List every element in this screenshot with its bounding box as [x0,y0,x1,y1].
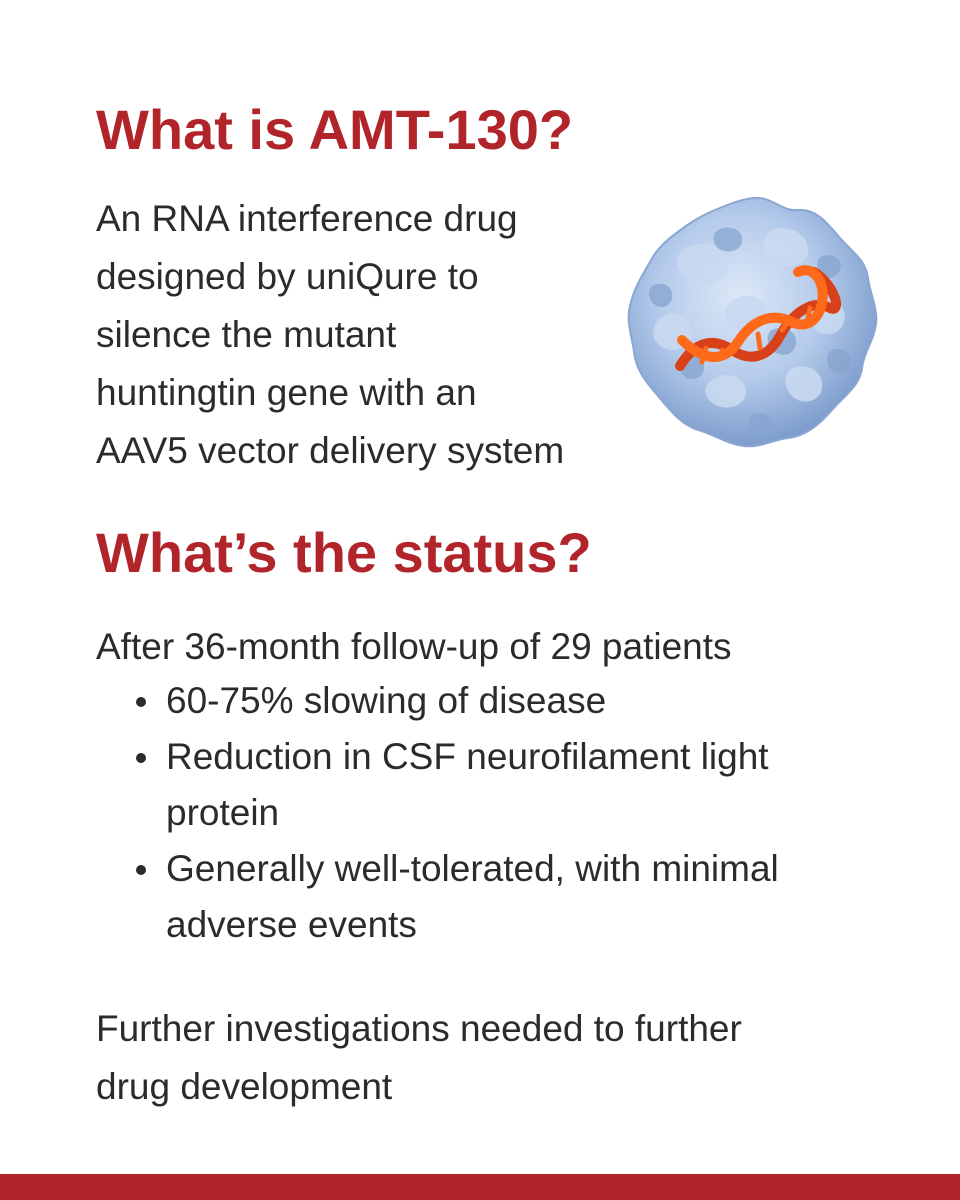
bullet-line: Generally well-tolerated, with minimal [166,848,779,889]
heading-what-is-amt-130: What is AMT-130? [96,98,574,161]
bullet-line: protein [166,792,280,833]
closing-line: drug development [96,1066,393,1107]
footer-accent-bar [0,1174,960,1200]
bullet-line: 60-75% slowing of disease [166,680,607,721]
bullet-dot-icon [136,865,146,875]
aav-virus-with-rna-icon [627,196,878,448]
list-item: Generally well-tolerated, with minimal a… [96,841,779,953]
description-line: huntingtin gene with an [96,372,477,413]
status-bullet-list: 60-75% slowing of disease Reduction in C… [96,673,779,953]
rna-base-pairs [699,305,813,365]
description-line: AAV5 vector delivery system [96,430,565,471]
list-item: Reduction in CSF neurofilament light pro… [96,729,779,841]
bullet-dot-icon [136,753,146,763]
status-intro: After 36-month follow-up of 29 patients [96,626,732,667]
heading-whats-the-status: What’s the status? [96,521,592,584]
closing-line: Further investigations needed to further [96,1008,742,1049]
rna-strand-dark [675,267,842,371]
drug-description: An RNA interference drug designed by uni… [96,190,564,480]
description-line: designed by uniQure to [96,256,479,297]
closing-statement: Further investigations needed to further… [96,1000,742,1116]
list-item: 60-75% slowing of disease [96,673,779,729]
description-line: silence the mutant [96,314,397,355]
bullet-line: adverse events [166,904,417,945]
description-line: An RNA interference drug [96,198,518,239]
capsid-texture-dark [649,227,851,434]
bullet-line: Reduction in CSF neurofilament light [166,736,769,777]
bullet-dot-icon [136,697,146,707]
